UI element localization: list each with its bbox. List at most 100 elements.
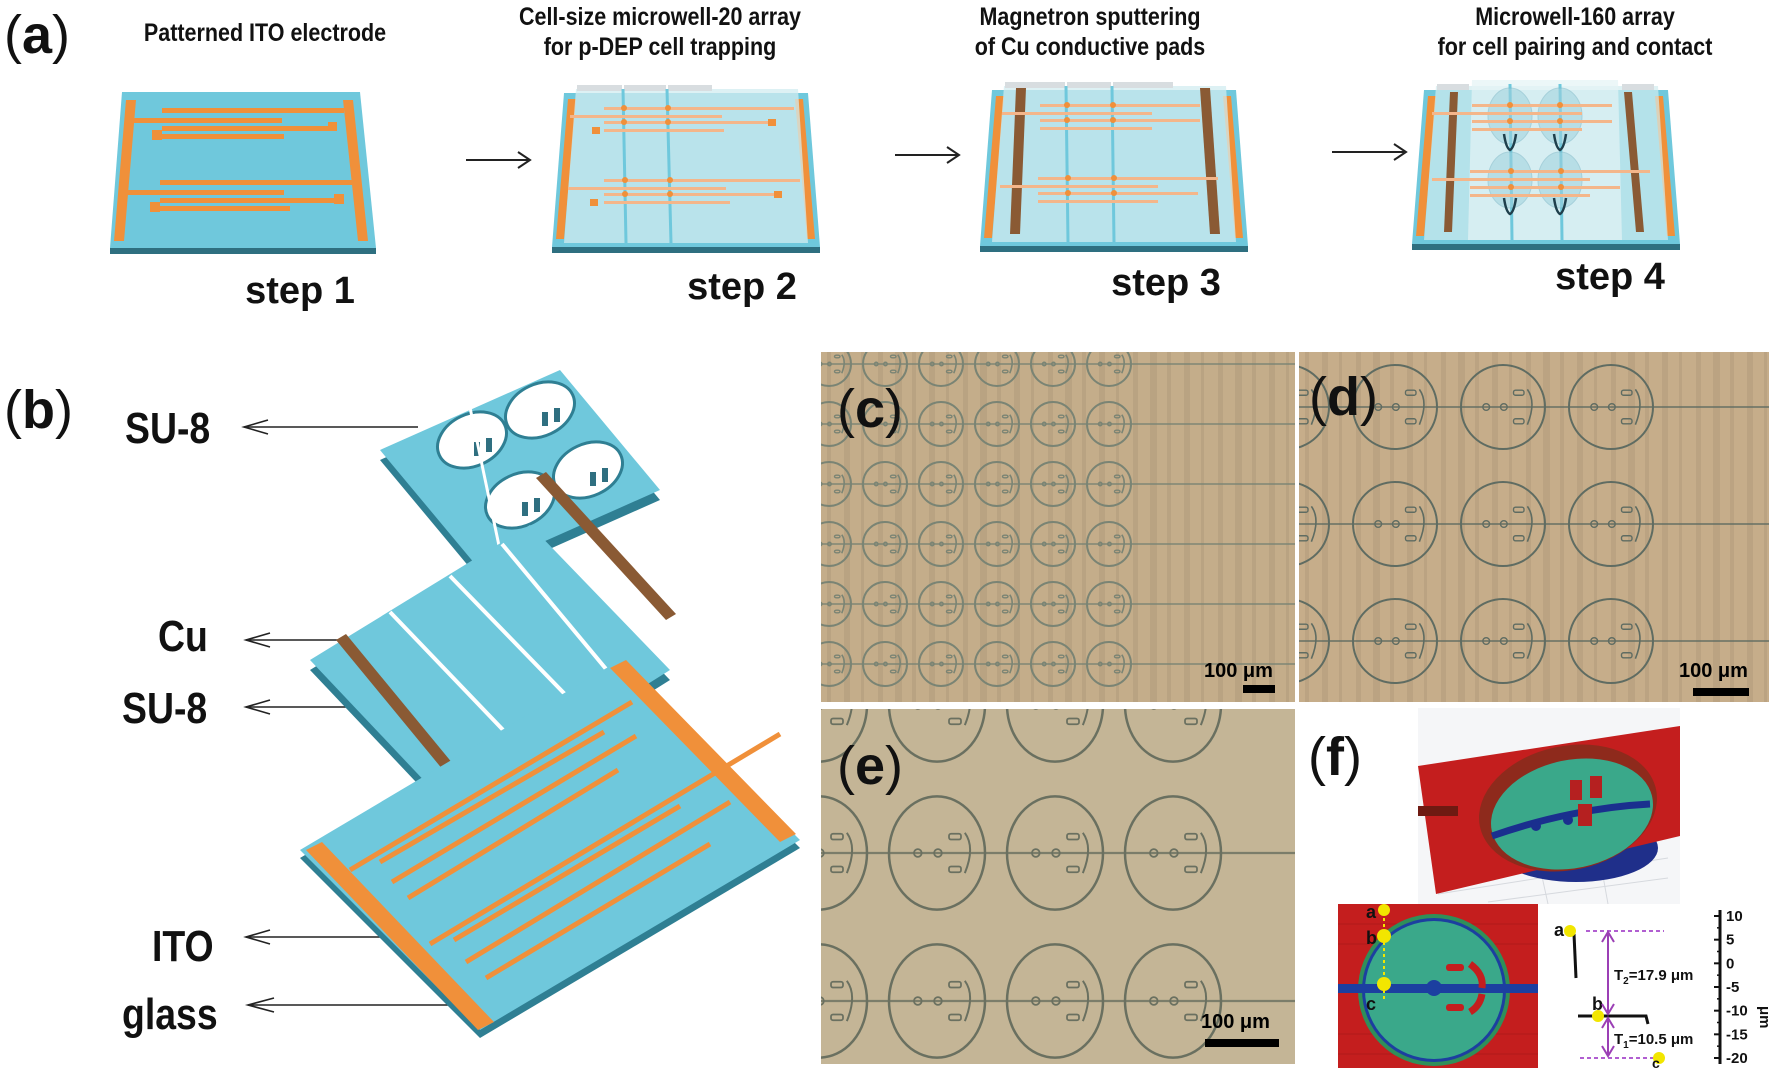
microwell: [1086, 521, 1132, 567]
microwell: [1030, 352, 1076, 387]
microwell: [1030, 581, 1076, 627]
step-4-label: step 4: [1555, 256, 1665, 298]
top-view-label-a: a: [1366, 904, 1377, 922]
layer-label-glass: glass: [122, 990, 218, 1039]
microwell: [821, 521, 852, 567]
microwell: [821, 641, 852, 687]
pointer-arrows: [241, 419, 462, 1013]
panel-c-scale-bar-label: 100 μm: [1204, 660, 1273, 682]
step-3-chip-diagram: [980, 82, 1248, 252]
profile-point-c: [1653, 1052, 1665, 1064]
arrow-step3-to-step4: [1332, 143, 1408, 161]
t1-annotation: T1=10.5 μm: [1614, 1031, 1693, 1051]
microwell: [1086, 461, 1132, 507]
profile-segment-b: [1578, 1014, 1650, 1025]
axis-tick-label: 0: [1726, 955, 1734, 972]
step-4-chip-diagram: [1412, 80, 1680, 250]
microwell: [862, 461, 908, 507]
t2-value: =17.9 μm: [1629, 967, 1694, 984]
step-1-label: step 1: [245, 270, 355, 312]
microwell: [974, 461, 1020, 507]
cu-pad-right: [1200, 88, 1220, 234]
layer-label-ito: ITO: [152, 922, 214, 971]
t2-subscript: 2: [1623, 976, 1629, 987]
microwell: [1568, 481, 1654, 567]
microwell: [1299, 365, 1330, 449]
microwell: [821, 581, 852, 627]
microwell: [887, 709, 987, 763]
microwell: [1352, 481, 1438, 567]
microwell: [862, 521, 908, 567]
top-view-label-b: b: [1366, 928, 1377, 948]
step-2-title-line1: Cell-size microwell-20 array: [518, 3, 802, 31]
profile-label-b: b: [1592, 994, 1603, 1014]
panel-c-letter: (c): [837, 379, 904, 439]
t2-letter: T: [1614, 967, 1623, 984]
microwell: [1352, 364, 1438, 450]
step-3-title: Magnetron sputtering of Cu conductive pa…: [927, 2, 1254, 62]
panel-b-letter: (b): [4, 380, 73, 440]
microwell: [887, 943, 987, 1059]
microwell: [918, 521, 964, 567]
panel-d-well-array: [1299, 352, 1769, 702]
panel-e-letter: (e): [837, 736, 904, 796]
step-1-title-line1: Patterned ITO electrode: [143, 19, 387, 47]
ito-bus-right: [343, 100, 368, 241]
panel-c-micrograph: (c) 100 μm: [821, 352, 1295, 702]
microwell: [1299, 482, 1330, 566]
microwell: [821, 352, 852, 387]
microwell: [1005, 795, 1105, 911]
microwell: [1352, 598, 1438, 684]
t1-subscript: 1: [1623, 1040, 1629, 1051]
step-3-label: step 3: [1111, 262, 1221, 304]
layer-label-su8-bottom: SU-8: [122, 684, 208, 733]
point-a-marker: [1378, 904, 1390, 916]
microwell: [974, 581, 1020, 627]
step-1-title: Patterned ITO electrode: [106, 18, 424, 48]
microwell: [1299, 599, 1330, 683]
microwell: [1123, 709, 1223, 763]
cu-strip-right: [536, 472, 676, 620]
axis-tick-label: -10: [1726, 1003, 1748, 1020]
microwell: [1460, 598, 1546, 684]
profile-label-c: c: [1652, 1055, 1660, 1070]
panel-d-scale-bar-label: 100 μm: [1679, 660, 1748, 682]
microwell: [1030, 401, 1076, 447]
panel-f-3d-profile: [1418, 708, 1680, 904]
exploded-layer-diagram: [241, 370, 800, 1038]
microwell: [1123, 943, 1223, 1059]
point-c-marker: [1377, 977, 1391, 991]
layer-label-cu: Cu: [158, 612, 208, 661]
microwell: [1460, 481, 1546, 567]
axis-tick-label: -5: [1726, 979, 1739, 996]
ito-bus-bar-right: [610, 660, 796, 842]
axis-tick-label: -15: [1726, 1026, 1748, 1043]
panel-a-letter: (a): [4, 5, 71, 65]
microwell: [918, 461, 964, 507]
step-3-title-line1: Magnetron sputtering: [979, 3, 1201, 31]
microwell: [918, 401, 964, 447]
profile-point-b: [1592, 1010, 1604, 1022]
axis-tick-label: 10: [1726, 908, 1743, 925]
step-2-chip-diagram: [552, 85, 820, 253]
su8-middle-layer: [310, 472, 676, 818]
microwell: [974, 641, 1020, 687]
panel-e-micrograph: (e) 100 μm: [821, 709, 1295, 1064]
microwell: [1030, 461, 1076, 507]
microwell: [1005, 709, 1105, 763]
microwell: [1030, 521, 1076, 567]
microwell: [1123, 795, 1223, 911]
cu-strip-left: [336, 634, 458, 776]
microwell: [1568, 364, 1654, 450]
panel-f-top-view: a b c: [1338, 904, 1538, 1068]
step-1-chip-diagram: [110, 92, 376, 254]
top-view-label-c: c: [1366, 994, 1376, 1014]
ito-glass-layer: [300, 660, 800, 1038]
t2-dimension-arrow: [1601, 930, 1615, 1016]
t1-dimension-arrow: [1601, 1016, 1615, 1058]
microwell: [918, 641, 964, 687]
microwell: [1086, 641, 1132, 687]
panel-f-height-profile: a b c T2=17.9 μm T1=10.5 μm 1050-5-10-15…: [1554, 908, 1773, 1070]
step-4-title: Microwell-160 array for cell pairing and…: [1407, 2, 1742, 62]
profile-segment-a: [1572, 933, 1578, 979]
